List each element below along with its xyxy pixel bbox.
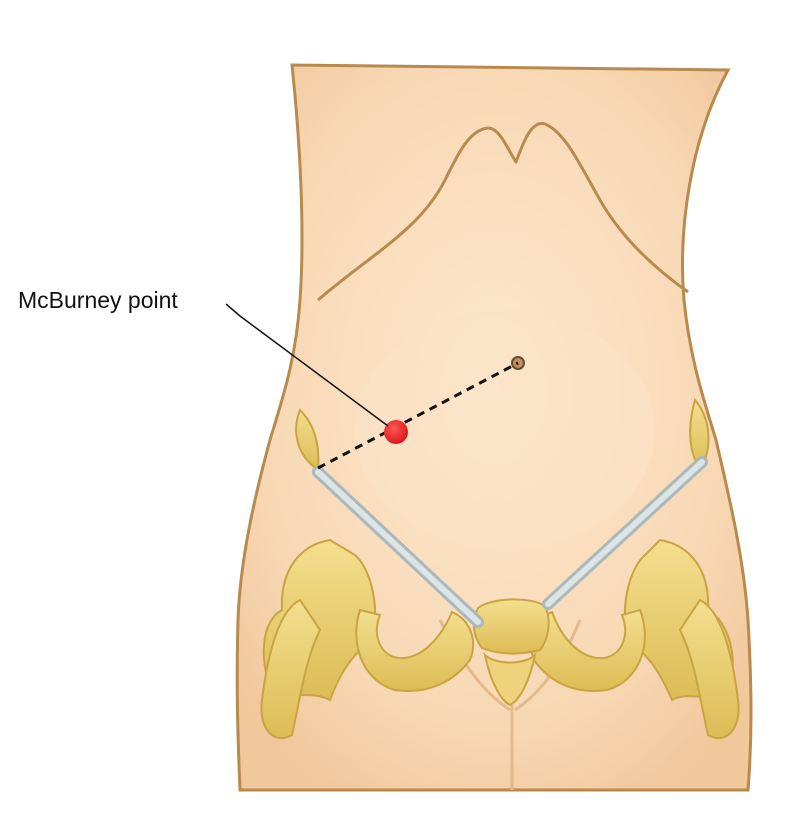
mcburney-point-label: McBurney point	[18, 287, 178, 313]
mcburney-point-marker	[384, 420, 408, 444]
pubic-symphysis	[474, 599, 549, 653]
